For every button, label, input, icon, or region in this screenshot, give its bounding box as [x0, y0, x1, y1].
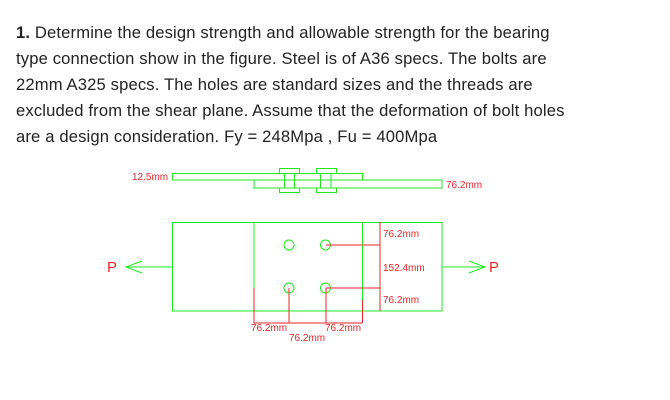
lower-plate-side	[253, 179, 443, 189]
arrow-left-icon	[124, 260, 173, 274]
pitch-label: 76.2mm	[289, 333, 325, 344]
gauge-label: 152.4mm	[383, 263, 425, 274]
edge-left-label: 76.2mm	[251, 323, 287, 334]
thickness-label: 12.5mm	[132, 172, 168, 183]
dimension-lines	[253, 222, 381, 324]
bolt-side-2	[316, 168, 337, 193]
bolt-hole	[283, 239, 295, 251]
question-line-1: 1. Determine the design strength and all…	[16, 23, 550, 42]
question-line-2: type connection show in the figure. Stee…	[16, 49, 547, 68]
edge-top-label: 76.2mm	[383, 229, 419, 240]
upper-plate-side	[172, 173, 363, 181]
question-text: 1. Determine the design strength and all…	[16, 20, 565, 150]
question-line-5: are a design consideration. Fy = 248Mpa …	[16, 127, 438, 146]
edge-bottom-label: 76.2mm	[383, 295, 419, 306]
arrow-right-icon	[442, 260, 487, 274]
question-line-3: 22mm A325 specs. The holes are standard …	[16, 75, 533, 94]
width-label: 76.2mm	[446, 180, 482, 191]
question-line-4: excluded from the shear plane. Assume th…	[16, 101, 565, 120]
load-right-label: P	[489, 259, 499, 276]
bolt-side-1	[279, 168, 300, 193]
load-left-label: P	[107, 259, 117, 276]
question-number: 1.	[16, 23, 31, 42]
edge-right-label: 76.2mm	[325, 323, 361, 334]
